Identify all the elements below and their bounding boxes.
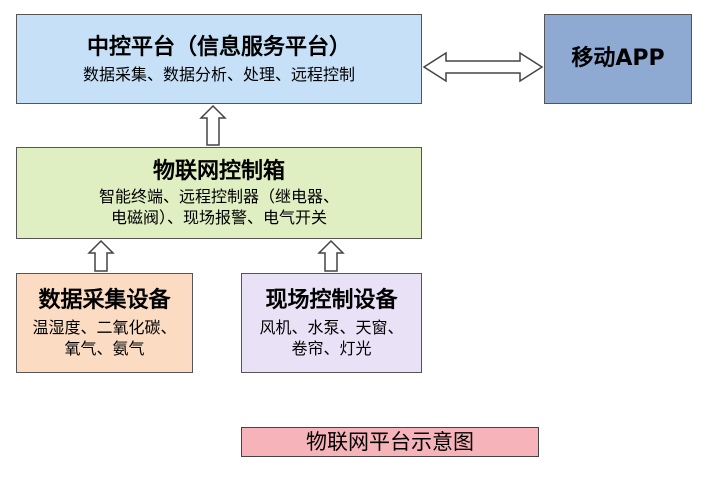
data-collection-device-box: 数据采集设备 温湿度、二氧化碳、 氧气、氨气: [16, 273, 193, 373]
diagram-caption: 物联网平台示意图: [241, 427, 539, 457]
up-arrow-iotbox-central: [199, 104, 227, 146]
field-control-line1: 风机、水泵、天窗、: [259, 318, 404, 337]
up-arrow-collect-iotbox: [87, 239, 115, 272]
data-collection-line1: 温湿度、二氧化碳、: [32, 318, 177, 337]
diagram-caption-text: 物联网平台示意图: [306, 430, 474, 454]
data-collection-title: 数据采集设备: [38, 288, 171, 313]
up-arrow-field-iotbox: [317, 239, 345, 272]
field-control-title: 现场控制设备: [265, 288, 398, 313]
iot-control-box-title: 物联网控制箱: [152, 159, 285, 184]
central-platform-box: 中控平台（信息服务平台） 数据采集、数据分析、处理、远程控制: [16, 14, 422, 104]
central-platform-title: 中控平台（信息服务平台）: [86, 34, 351, 60]
field-control-line2: 卷帘、灯光: [291, 339, 372, 358]
mobile-app-title: 移动APP: [571, 46, 665, 71]
data-collection-line2: 氧气、氨气: [64, 339, 145, 358]
field-control-device-box: 现场控制设备 风机、水泵、天窗、 卷帘、灯光: [241, 273, 422, 373]
double-arrow-central-mobile: [422, 51, 544, 83]
iot-control-box-line1: 智能终端、远程控制器（继电器、: [98, 187, 339, 206]
iot-control-box-line2: 电磁阀）、现场报警、电气开关: [110, 208, 327, 227]
mobile-app-box: 移动APP: [544, 14, 692, 104]
iot-control-box: 物联网控制箱 智能终端、远程控制器（继电器、 电磁阀）、现场报警、电气开关: [16, 147, 422, 239]
central-platform-subtitle: 数据采集、数据分析、处理、远程控制: [82, 64, 355, 84]
